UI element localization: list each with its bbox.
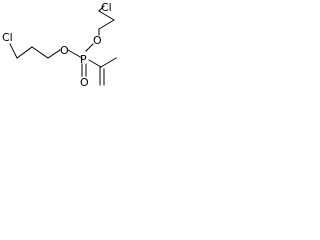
- structure-canvas: Cl O P O Cl O: [0, 0, 134, 112]
- bond-cl-left-c1: [9, 43, 18, 59]
- bond-c3-cl-right: [98, 5, 105, 12]
- bond-c1-c2-right: [98, 19, 115, 30]
- bond-c3-o-left: [47, 49, 61, 59]
- atom-o-top: O: [93, 34, 102, 47]
- atom-labels: Cl O P O Cl O: [2, 1, 112, 89]
- atom-phosphorus: P: [80, 53, 87, 66]
- atom-o-left: O: [60, 44, 69, 57]
- bond-vinyl-methyl: [100, 57, 117, 68]
- bond-c1-c2-left: [16, 46, 33, 59]
- atom-cl-right: Cl: [101, 1, 112, 14]
- bond-c2-c3-right: [98, 10, 115, 21]
- bonds: [9, 5, 117, 86]
- bond-c2-c3-left: [31, 46, 49, 59]
- bond-o-left-p: [67, 49, 83, 59]
- atom-o-double: O: [80, 76, 89, 89]
- structural-formula: Cl O P O Cl O: [2, 1, 117, 89]
- bond-p-o-top: [85, 43, 94, 52]
- atom-cl-left: Cl: [2, 31, 13, 44]
- bond-p-vinyl: [88, 59, 102, 68]
